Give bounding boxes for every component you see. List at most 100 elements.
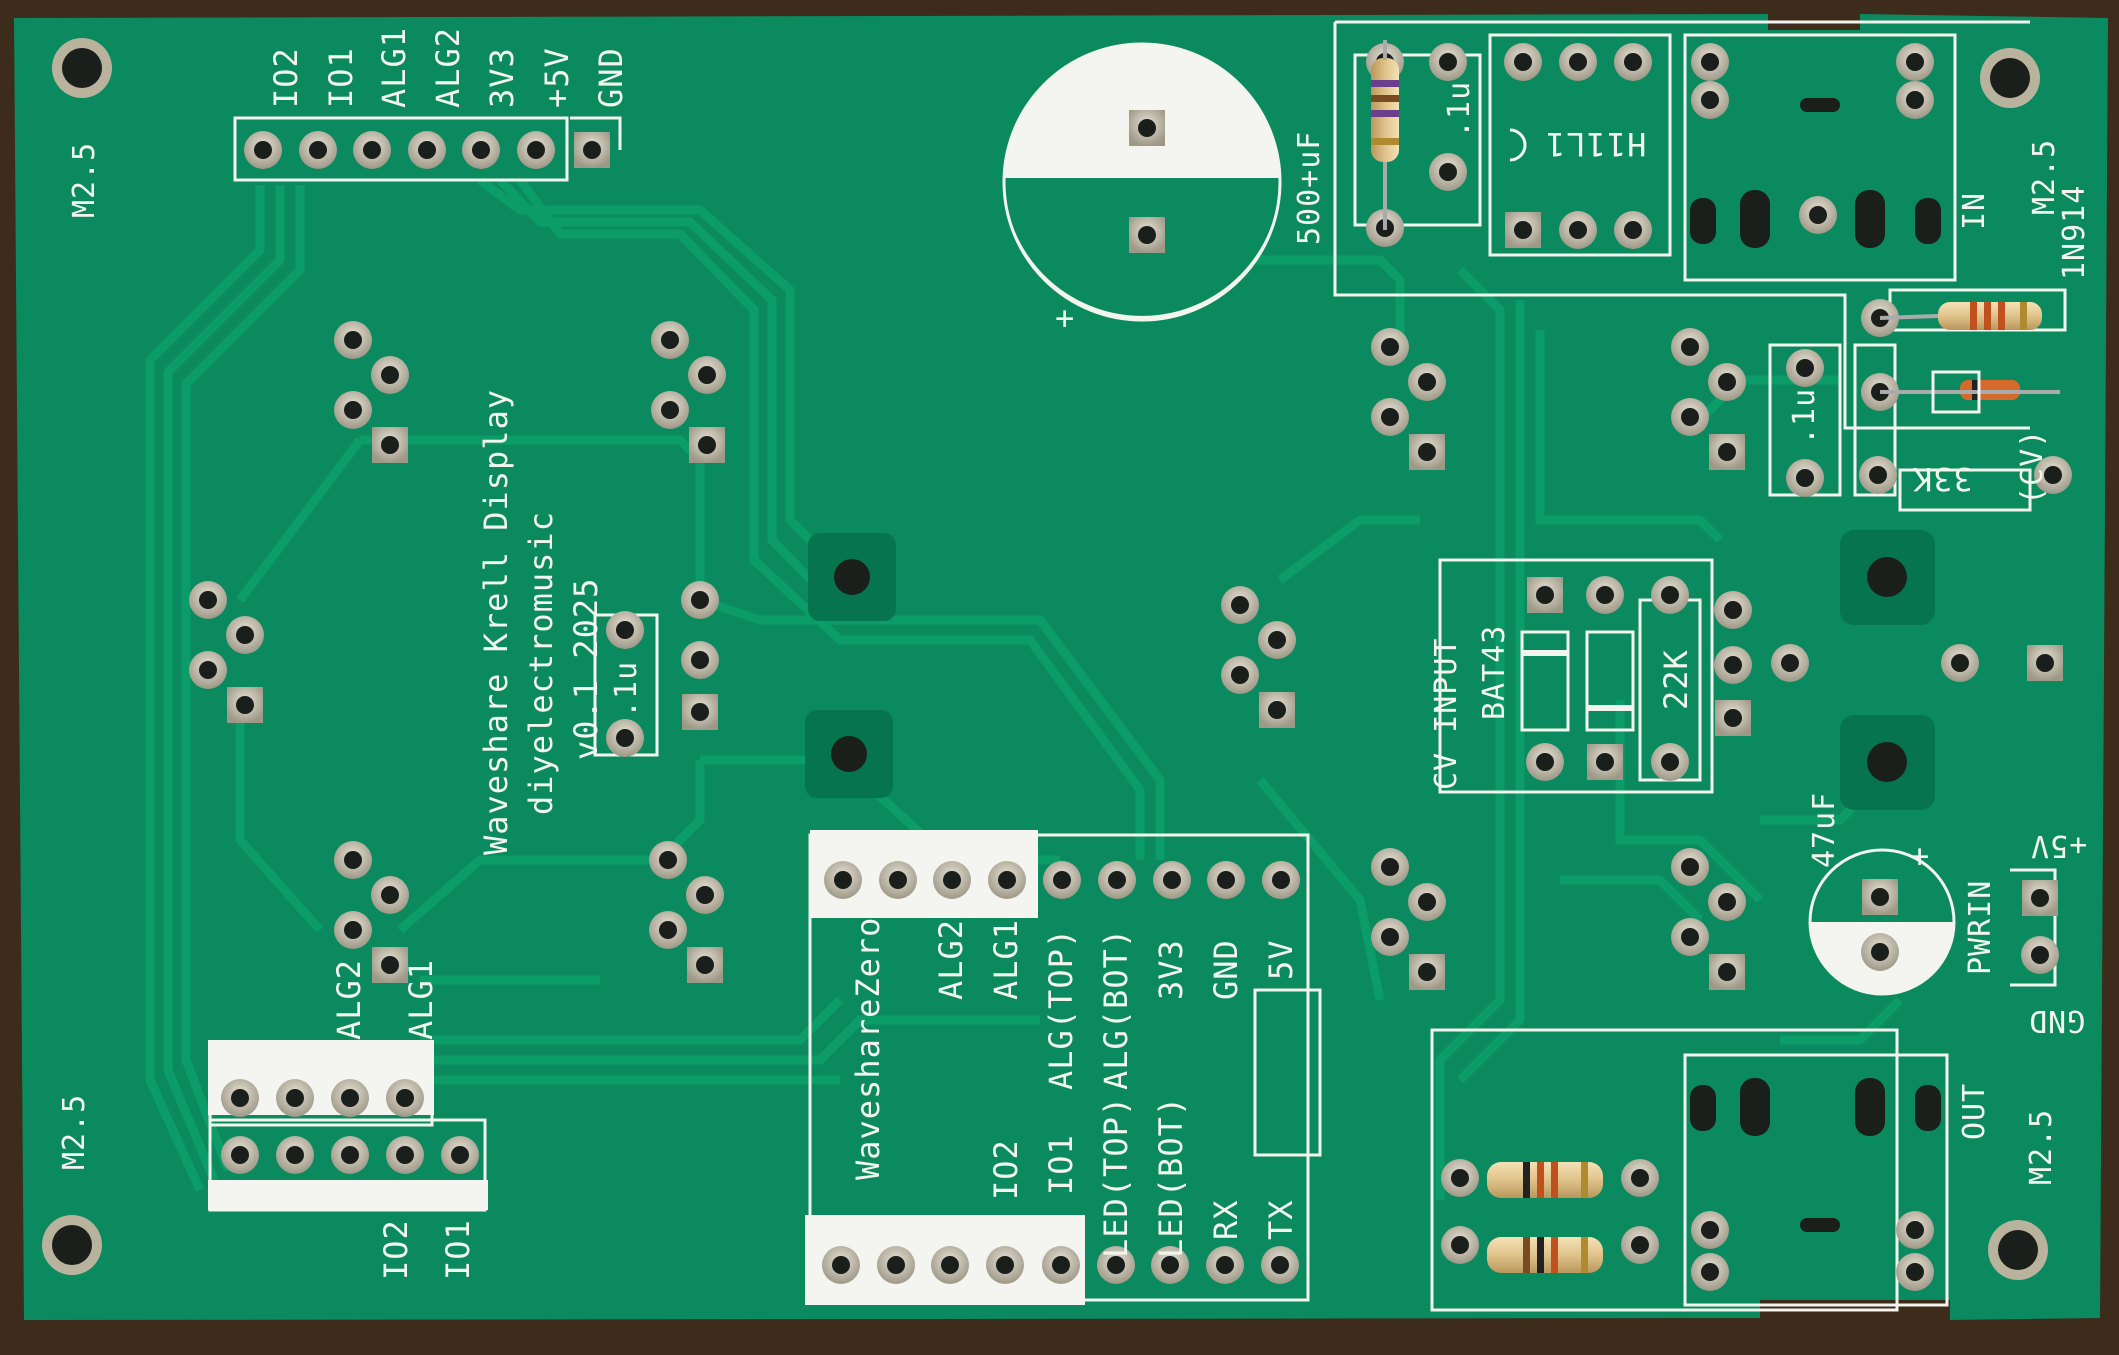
drill-hole [1701,1221,1719,1239]
drill-hole [396,1089,414,1107]
drill-hole [1809,206,1827,224]
header-label-alg2: ALG2 [429,26,467,108]
capacitor-47uf [1808,848,1956,996]
drill-hole [941,1256,959,1274]
opto-label: H11L1 [1545,125,1647,163]
drill-hole [1217,871,1235,889]
drill-hole [661,331,679,349]
drill-hole [1718,373,1736,391]
drill-hole [1439,53,1457,71]
waveshare-pin-alg-bot: ALG(BOT) [1097,927,1135,1090]
drill-hole [1906,53,1924,71]
drill-hole [344,331,362,349]
drill-hole [887,1256,905,1274]
pcb-board [14,14,2108,1320]
cv-input-label: CV INPUT [1429,637,1464,791]
drill-hole [1718,963,1736,981]
drill-hole [1418,443,1436,461]
pwr-5v-label: +5V [2030,828,2088,863]
drill-hole [2044,466,2062,484]
pwr-gnd-label: GND [2028,1003,2086,1038]
drill-hole [1381,928,1399,946]
drill-hole [1418,373,1436,391]
drill-hole [1718,893,1736,911]
drill-hole [236,696,254,714]
drill-hole [2036,654,2054,672]
drill-hole [1796,469,1814,487]
drill-hole [286,1146,304,1164]
cap-100n-label-right: .1u [1787,387,1822,445]
drill-hole [1161,1256,1179,1274]
cap-47uf-label: 47uF [1807,791,1842,868]
mount-label-br: M2.5 [2024,1108,2059,1185]
drill-hole [381,956,399,974]
header-label-5v: +5V [538,47,576,108]
jack-in-label: IN [1957,191,1992,230]
res-22k-label: 22K [1657,649,1695,710]
drill-hole [1381,338,1399,356]
drill-hole [1451,1169,1469,1187]
drill-hole [1631,1236,1649,1254]
drill-hole [1724,601,1742,619]
drill-hole [231,1146,249,1164]
drill-hole [1418,963,1436,981]
drill-hole [1871,888,1889,906]
drill-hole [236,626,254,644]
drill-hole [1906,91,1924,109]
diode-label: 1N914 [2057,184,2092,280]
drill-hole [344,851,362,869]
drill-hole [231,1089,249,1107]
drill-hole [1053,871,1071,889]
drill-hole [691,651,709,669]
res-33k-label: 33K [1912,460,1973,498]
drill-hole [996,1256,1014,1274]
drill-hole [1231,666,1249,684]
waveshare-name: WaveshareZero [849,916,887,1180]
waveshare-pin-gnd: GND [1207,939,1245,1000]
drill-hole [1681,858,1699,876]
drill-hole [1631,1169,1649,1187]
drill-hole [832,1256,850,1274]
drill-hole [659,851,677,869]
drill-hole [1624,221,1642,239]
capacitor-500uf [1002,42,1282,322]
large-square-pads [805,530,1935,810]
drill-hole [1701,1263,1719,1281]
drill-hole [1108,871,1126,889]
drill-hole [1268,701,1286,719]
drill-hole [1052,1256,1070,1274]
drill-hole [199,591,217,609]
drill-hole [1724,656,1742,674]
drill-hole [1536,753,1554,771]
drill-hole [1536,586,1554,604]
drill-hole [698,366,716,384]
drill-hole [344,921,362,939]
drill-hole [696,956,714,974]
drill-hole [1724,709,1742,727]
drill-hole [1796,359,1814,377]
waveshare-pin-led-top: LED(TOP) [1097,1095,1135,1258]
drill-hole [1951,654,1969,672]
waveshare-pin-5v: 5V [1262,939,1300,980]
drill-hole [1163,871,1181,889]
drill-hole [698,436,716,454]
drill-hole [1138,226,1156,244]
drill-hole [199,661,217,679]
drill-hole [1869,466,1887,484]
drill-hole [1271,1256,1289,1274]
drill-hole [1272,871,1290,889]
drill-hole [1701,91,1719,109]
jack-out-label: OUT [1957,1082,1992,1140]
waveshare-col-alg1: ALG1 [987,918,1025,1000]
drill-hole [889,871,907,889]
drill-hole [2031,889,2049,907]
through-hole-pads [189,43,2072,1291]
drill-hole [1569,53,1587,71]
drill-hole [583,141,601,159]
cap-100n-label-top: .1u [1442,80,1477,138]
drill-hole [1596,586,1614,604]
drill-hole [659,921,677,939]
drill-hole [472,141,490,159]
drill-hole [1624,53,1642,71]
